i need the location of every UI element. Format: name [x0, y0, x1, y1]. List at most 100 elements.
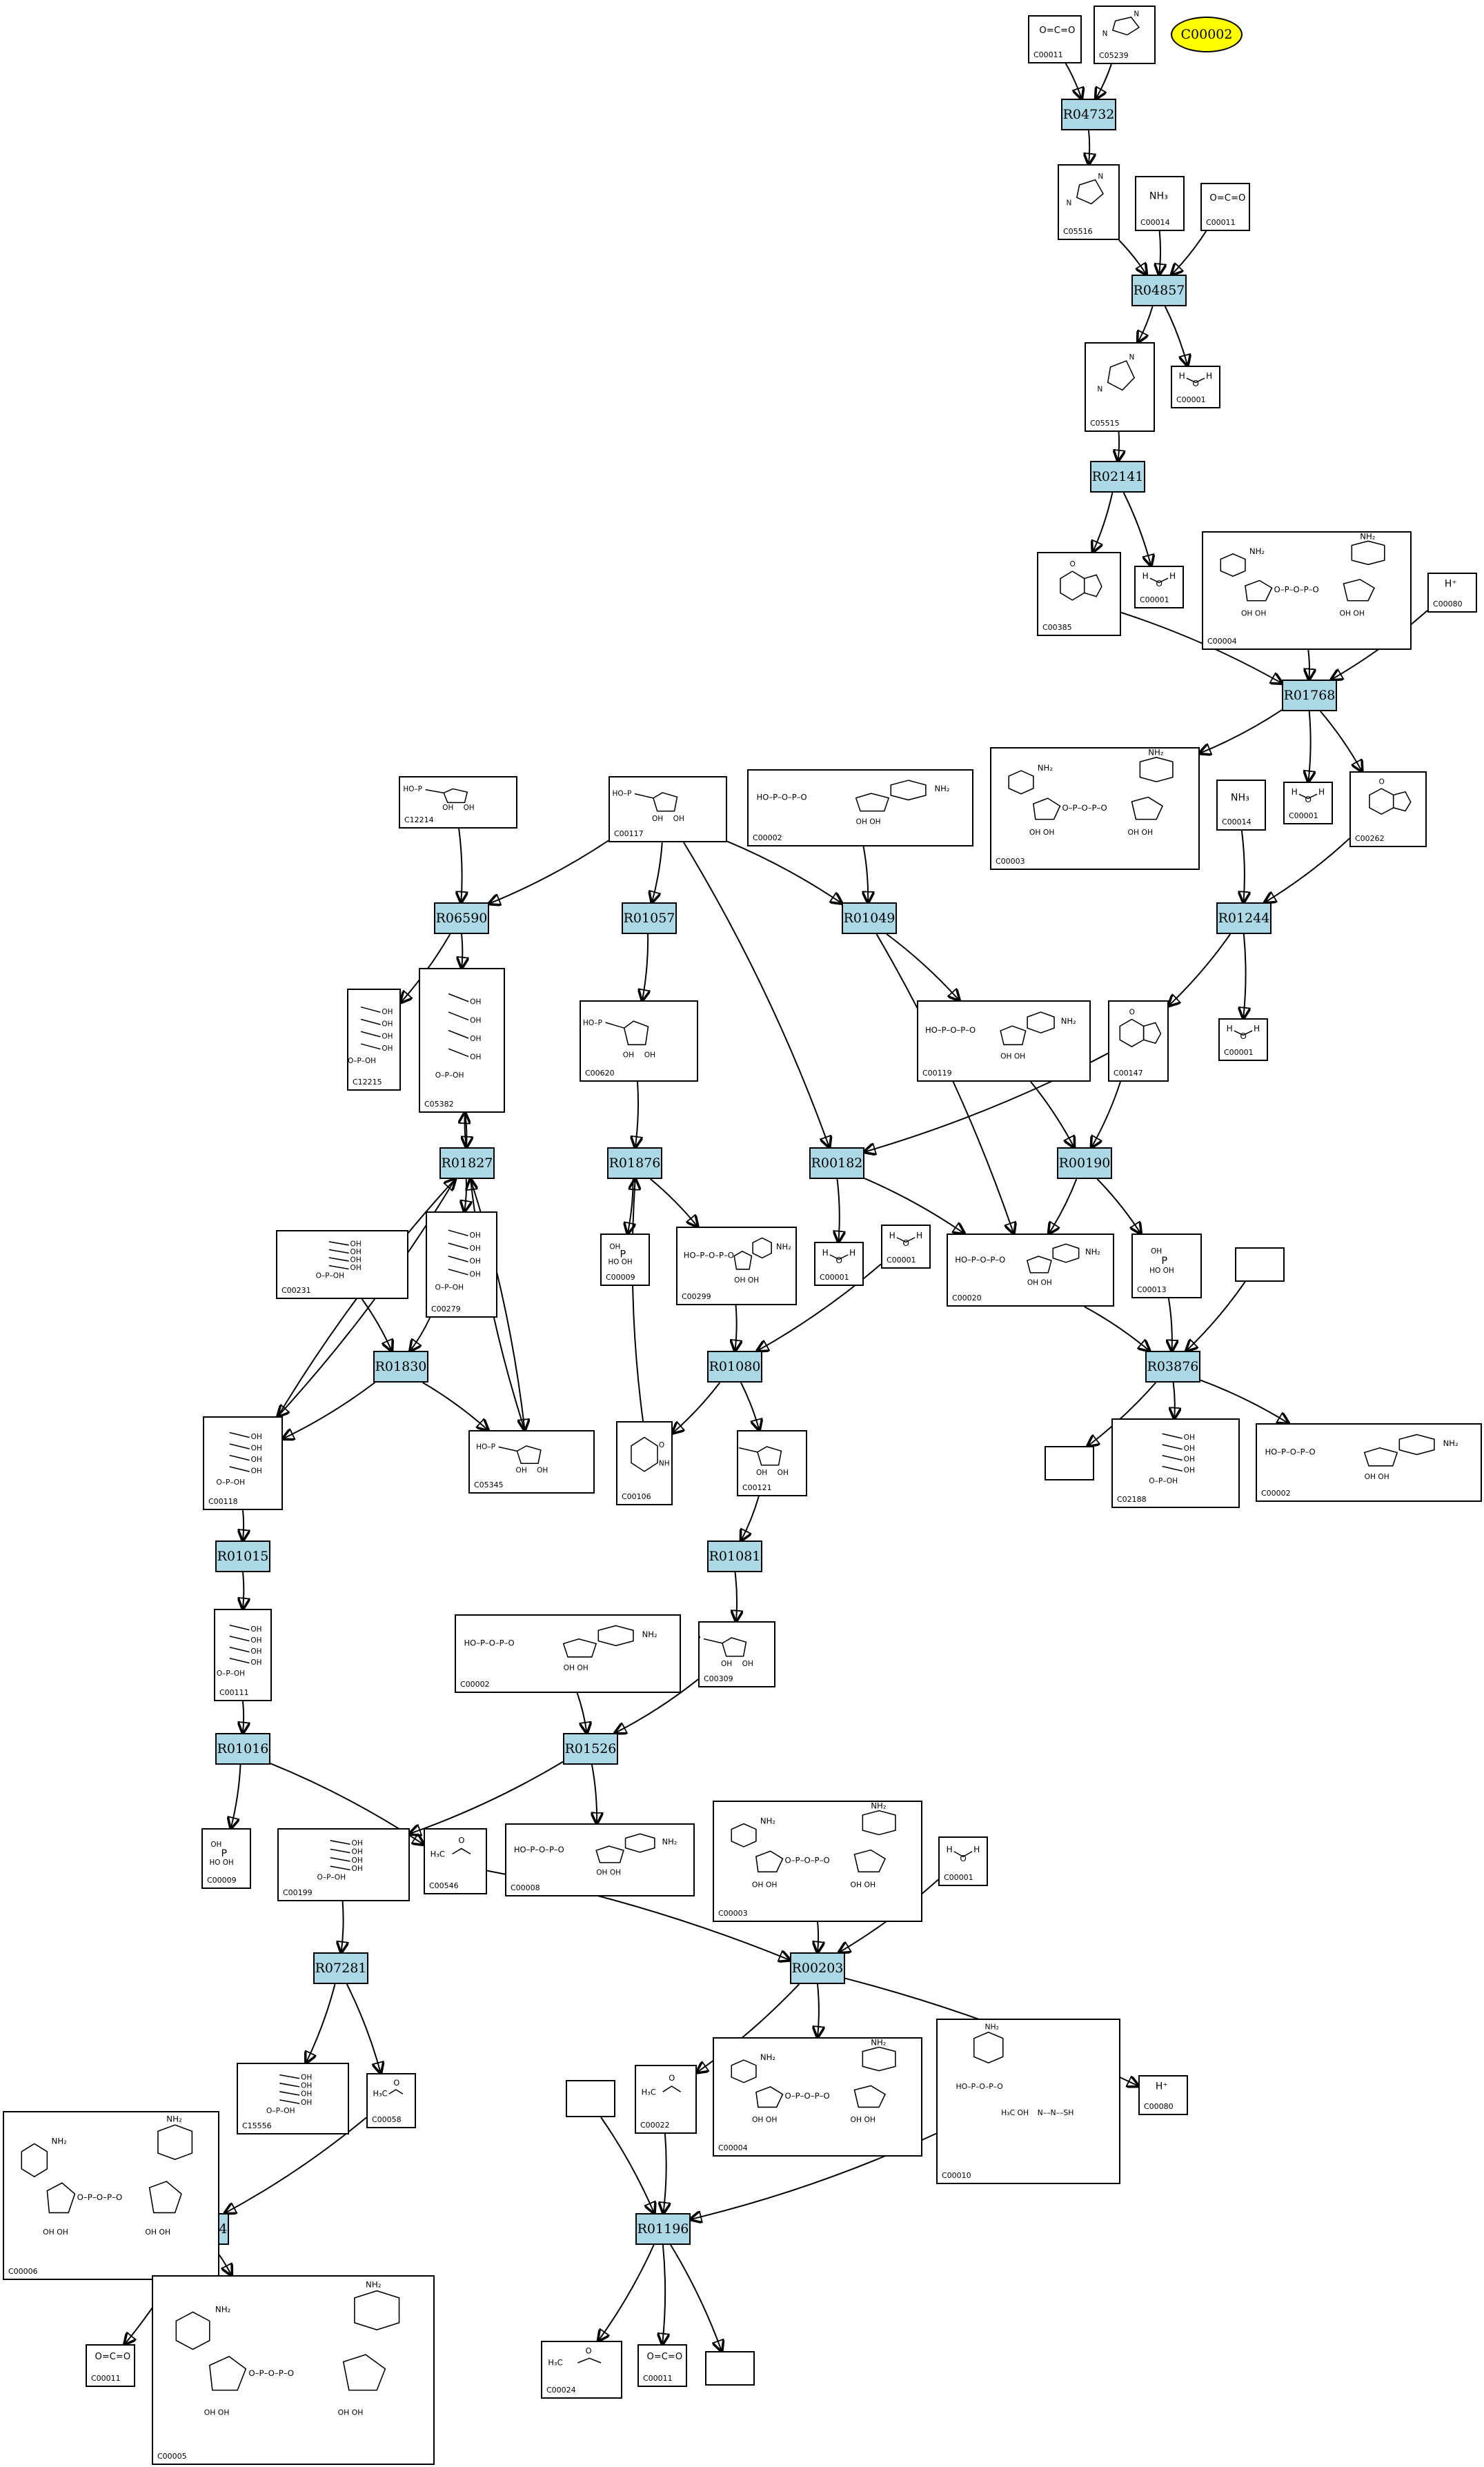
compound-c00309[interactable]: HO–POHOHC00309: [698, 1621, 775, 1687]
reaction-r01876[interactable]: R01876: [607, 1147, 662, 1179]
edge: [615, 1678, 699, 1733]
reaction-r01768[interactable]: R01768: [1282, 680, 1337, 711]
reaction-r03876[interactable]: R03876: [1145, 1351, 1200, 1383]
reaction-r04857[interactable]: R04857: [1131, 275, 1187, 306]
reaction-r01196[interactable]: R01196: [635, 2213, 691, 2245]
reaction-r04732[interactable]: R04732: [1061, 99, 1116, 130]
compound-c00080[interactable]: H⁺C00080: [1427, 573, 1477, 613]
reaction-r02141[interactable]: R02141: [1090, 461, 1145, 493]
reaction-r00182[interactable]: R00182: [809, 1147, 864, 1179]
compound-id-label: C00118: [208, 1497, 238, 1506]
compound-empty[interactable]: [566, 2080, 615, 2117]
reaction-r01016[interactable]: R01016: [215, 1733, 270, 1765]
svg-text:OH OH: OH OH: [856, 818, 881, 826]
reaction-r01830[interactable]: R01830: [373, 1351, 428, 1383]
reaction-r01526[interactable]: R01526: [563, 1733, 618, 1765]
svg-text:NH₂: NH₂: [1360, 533, 1375, 541]
compound-id-label: C00546: [429, 1881, 459, 1890]
edge: [1093, 492, 1114, 552]
svg-text:NH₂: NH₂: [776, 1242, 791, 1251]
reaction-r07281[interactable]: R07281: [313, 1952, 368, 1984]
compound-empty[interactable]: [705, 2351, 755, 2386]
svg-text:HO–P–O–P–O: HO–P–O–P–O: [925, 1025, 976, 1035]
reaction-r01081[interactable]: R01081: [707, 1540, 762, 1572]
compound-id-label: C00002: [753, 833, 782, 842]
svg-text:H₃C: H₃C: [642, 2087, 656, 2097]
highlight-compound-c00002[interactable]: C00002: [1171, 17, 1243, 52]
svg-text:P: P: [1161, 1256, 1167, 1267]
reaction-r01057[interactable]: R01057: [622, 902, 677, 934]
reaction-r01244[interactable]: R01244: [1216, 902, 1272, 934]
reaction-r01080[interactable]: R01080: [707, 1351, 762, 1383]
reaction-r01827[interactable]: R01827: [439, 1147, 495, 1179]
reaction-r00203[interactable]: R00203: [790, 1952, 845, 1984]
compound-c00121[interactable]: HO–POHOHC00121: [737, 1430, 807, 1496]
compound-empty[interactable]: [1045, 1446, 1094, 1480]
reaction-r01049[interactable]: R01049: [842, 902, 897, 934]
reaction-r00190[interactable]: R00190: [1057, 1147, 1112, 1179]
compound-empty[interactable]: [1235, 1247, 1285, 1282]
compound-id-label: C00199: [283, 1888, 313, 1897]
reaction-r06590[interactable]: R06590: [434, 902, 489, 934]
reaction-r01015[interactable]: R01015: [215, 1540, 270, 1572]
svg-text:NH₂: NH₂: [215, 2304, 230, 2314]
compound-c00080[interactable]: H⁺C00080: [1138, 2075, 1188, 2115]
